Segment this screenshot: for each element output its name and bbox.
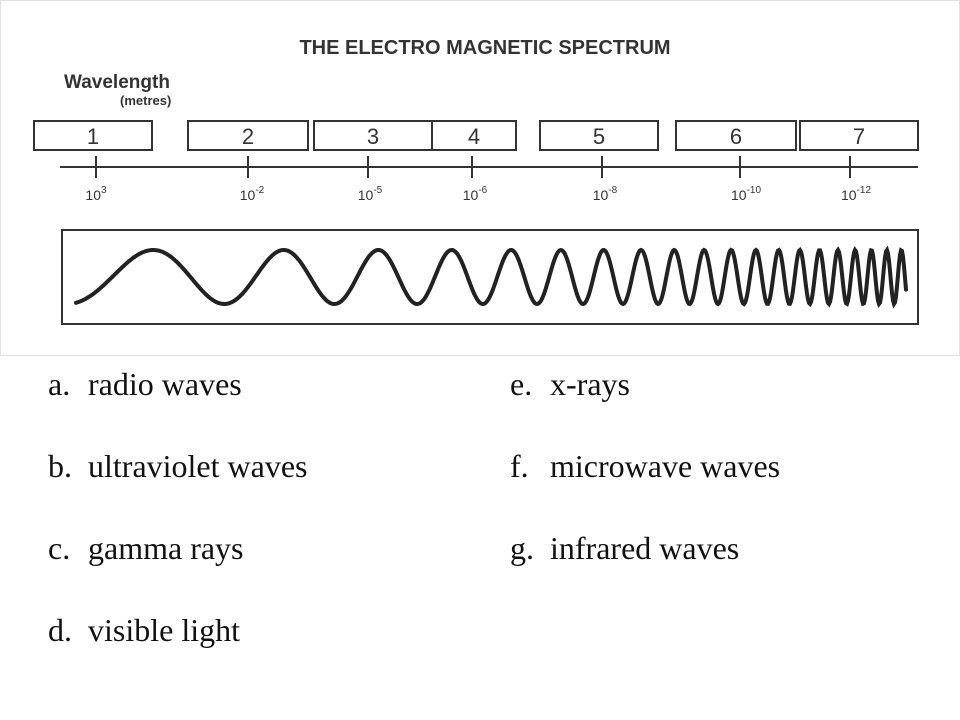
wave-panel [61, 229, 919, 325]
tick-5: 10-8 [593, 156, 618, 203]
band-label-7: 7 [853, 124, 865, 149]
wavelength-unit: (metres) [120, 93, 171, 108]
spectrum-diagram: THE ELECTRO MAGNETIC SPECTRUM Wavelength… [33, 37, 919, 325]
option-text: microwave waves [550, 448, 781, 484]
band-box-1: 1 [33, 120, 153, 151]
option-letter: b. [48, 448, 72, 484]
band-box-3: 3 [313, 120, 433, 151]
band-box-4: 4 [431, 120, 517, 151]
option-letter: c. [48, 530, 71, 566]
band-row: 1 2 3 4 5 6 7 [33, 120, 919, 151]
tick-label-3: 10-5 [358, 185, 383, 203]
option-g: g. infrared waves [510, 530, 739, 567]
option-text: gamma rays [88, 530, 244, 566]
option-text: radio waves [88, 366, 242, 402]
tick-label-6: 10-10 [731, 185, 761, 203]
option-b: b. ultraviolet waves [48, 448, 307, 485]
band-label-2: 2 [242, 124, 254, 149]
wave-line [74, 245, 908, 309]
option-text: visible light [88, 612, 240, 648]
answer-options: a. radio waves b. ultraviolet waves c. g… [48, 360, 948, 700]
band-label-4: 4 [468, 124, 480, 149]
option-text: infrared waves [550, 530, 740, 566]
option-text: x-rays [550, 366, 630, 402]
band-label-6: 6 [730, 124, 742, 149]
band-box-2: 2 [187, 120, 309, 151]
option-a: a. radio waves [48, 366, 242, 403]
tick-3: 10-5 [358, 156, 383, 203]
tick-label-2: 10-2 [240, 185, 265, 203]
tick-7: 10-12 [841, 156, 871, 203]
tick-label-1: 103 [85, 185, 107, 203]
tick-6: 10-10 [731, 156, 761, 203]
option-f: f. microwave waves [510, 448, 780, 485]
option-d: d. visible light [48, 612, 240, 649]
tick-2: 10-2 [240, 156, 265, 203]
wavelength-label: Wavelength [64, 72, 170, 93]
band-box-6: 6 [675, 120, 797, 151]
tick-label-7: 10-12 [841, 185, 871, 203]
option-letter: g. [510, 530, 534, 566]
tick-4: 10-6 [463, 156, 488, 203]
band-label-5: 5 [593, 124, 605, 149]
option-letter: f. [510, 448, 529, 484]
option-letter: e. [510, 366, 533, 402]
tick-1: 103 [85, 156, 107, 203]
tick-label-5: 10-8 [593, 185, 618, 203]
tick-label-4: 10-6 [463, 185, 488, 203]
option-text: ultraviolet waves [88, 448, 308, 484]
band-label-1: 1 [87, 124, 99, 149]
band-box-7: 7 [799, 120, 919, 151]
option-c: c. gamma rays [48, 530, 244, 567]
band-box-5: 5 [539, 120, 659, 151]
option-letter: a. [48, 366, 71, 402]
band-label-3: 3 [367, 124, 379, 149]
option-e: e. x-rays [510, 366, 630, 403]
option-letter: d. [48, 612, 72, 648]
diagram-title: THE ELECTRO MAGNETIC SPECTRUM [299, 37, 670, 59]
